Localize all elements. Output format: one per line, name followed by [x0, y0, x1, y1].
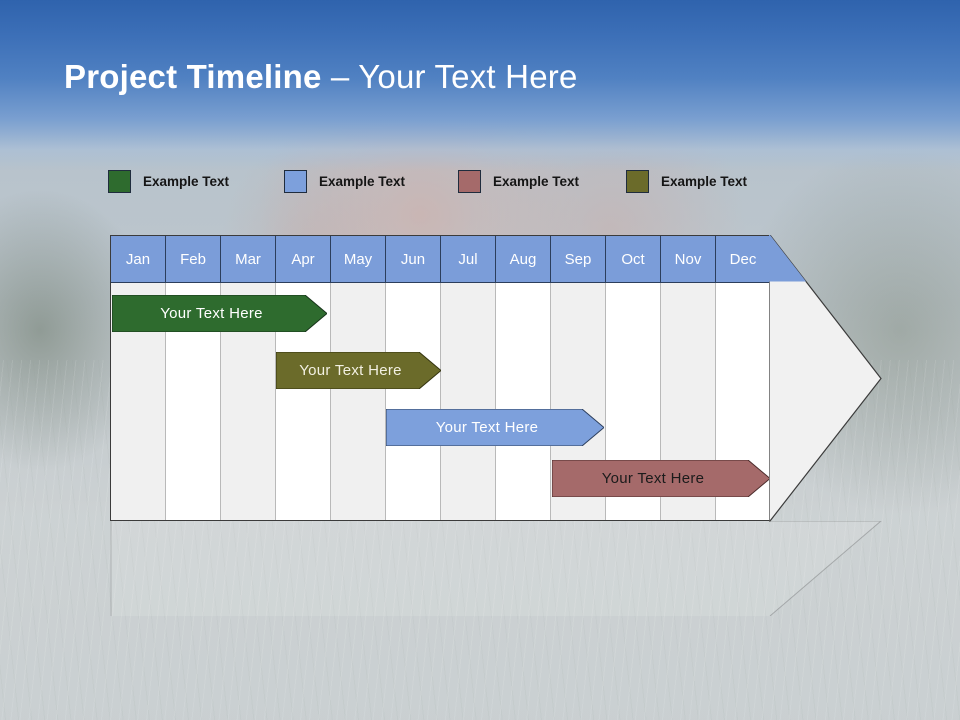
month-header-jun[interactable]: Jun	[386, 236, 441, 283]
task-bar-arrow-icon	[112, 295, 327, 332]
legend-item-label: Example Text	[143, 173, 230, 189]
page-title-light: – Your Text Here	[321, 58, 578, 95]
timeline-column-mar	[221, 236, 276, 520]
month-header-aug[interactable]: Aug	[496, 236, 551, 283]
task-bar-shape	[386, 409, 604, 446]
page-title-strong: Project Timeline	[64, 58, 322, 95]
legend-item-0[interactable]: Example Text	[108, 168, 229, 194]
chevron-arrow-head	[769, 235, 882, 522]
task-bar-label: Your Text Here	[601, 470, 705, 487]
task-bar-shape	[112, 295, 327, 332]
task-bar-0[interactable]: Your Text Here	[112, 295, 327, 332]
legend: Example Text Example Text Example Text Exam…	[108, 168, 828, 194]
task-bar-3[interactable]: Your Text Here	[552, 460, 769, 497]
chevron-head-header-fill	[769, 235, 806, 282]
timeline-column-jul	[441, 236, 496, 520]
month-header-apr[interactable]: Apr	[276, 236, 331, 283]
page-title: Project Timeline – Your Text Here	[64, 58, 578, 96]
timeline-column-feb	[166, 236, 221, 520]
task-bar-arrow-icon	[386, 409, 604, 446]
month-header-nov[interactable]: Nov	[661, 236, 716, 283]
task-bar-arrow-icon	[276, 352, 441, 389]
legend-swatch-icon	[108, 169, 131, 193]
legend-item-label: Example Text	[319, 173, 406, 189]
timeline-column-jan	[111, 236, 166, 520]
month-header-sep[interactable]: Sep	[551, 236, 606, 283]
month-header-dec[interactable]: Dec	[716, 236, 769, 283]
month-header-mar[interactable]: Mar	[221, 236, 276, 283]
task-bar-2[interactable]: Your Text Here	[386, 409, 604, 446]
legend-item-label: Example Text	[661, 173, 748, 189]
task-bar-label: Your Text Here	[299, 362, 402, 379]
chevron-head-shape	[769, 235, 882, 522]
chevron-reflection	[110, 521, 882, 616]
month-header-may[interactable]: May	[331, 236, 386, 283]
task-bar-1[interactable]: Your Text Here	[276, 352, 441, 389]
task-bar-label: Your Text Here	[435, 419, 539, 436]
legend-item-label: Example Text	[493, 173, 580, 189]
legend-swatch-icon	[626, 169, 649, 193]
task-bar-arrow-icon	[552, 460, 769, 497]
month-header-jul[interactable]: Jul	[441, 236, 496, 283]
legend-item-3[interactable]: Example Text	[626, 168, 747, 194]
legend-item-2[interactable]: Example Text	[458, 168, 579, 194]
legend-swatch-icon	[458, 169, 481, 193]
month-header-jan[interactable]: Jan	[111, 236, 166, 283]
timeline-column-aug	[496, 236, 551, 520]
legend-item-1[interactable]: Example Text	[284, 168, 405, 194]
month-header-feb[interactable]: Feb	[166, 236, 221, 283]
background-sky-gradient	[0, 0, 960, 170]
legend-swatch-icon	[284, 169, 307, 193]
month-header-oct[interactable]: Oct	[606, 236, 661, 283]
task-bar-shape	[552, 460, 769, 497]
task-bar-shape	[276, 352, 441, 389]
task-bar-label: Your Text Here	[160, 305, 263, 322]
